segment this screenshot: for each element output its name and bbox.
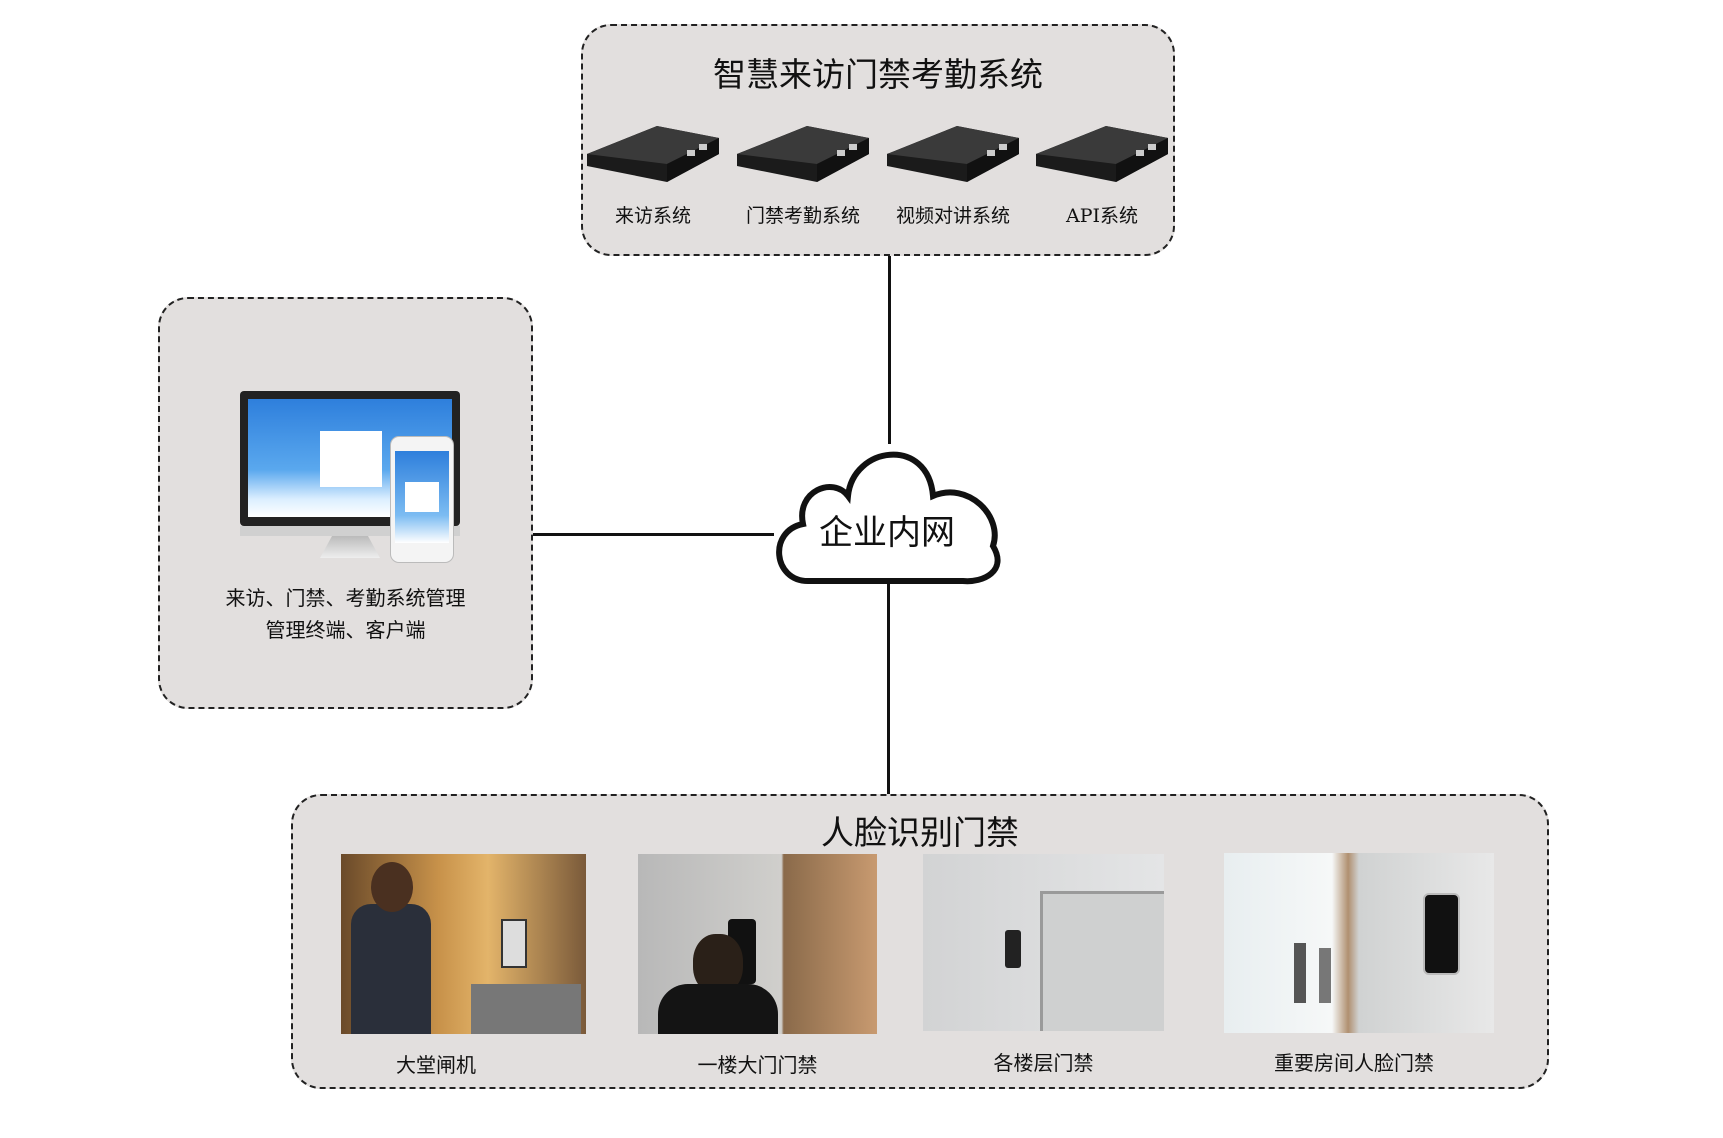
server-label: 来访系统 [614,205,691,227]
monitor-stand [320,536,380,558]
monitor-chin [240,526,460,536]
bottom-item-label-2: 一楼大门门禁 [697,1053,818,1077]
terminal-caption-line2: 管理终端、客户端 [265,618,426,642]
server-icon [737,124,869,184]
server-label: API系统 [1065,205,1138,227]
group-title: 智慧来访门禁考勤系统 [713,55,1043,94]
server-label: 门禁考勤系统 [745,205,860,227]
bottom-item-label-1: 大堂闸机 [396,1053,476,1077]
cloud-icon [776,451,1001,585]
bottom-item-label-3: 各楼层门禁 [993,1051,1094,1075]
cloud-label: 企业内网 [819,513,955,553]
server-label: 视频对讲系统 [895,205,1010,227]
connector-top [888,256,891,444]
phone [390,436,454,563]
group-title: 人脸识别门禁 [821,813,1019,852]
floor-door-photo [923,854,1164,1031]
connector-left [532,533,774,536]
terminal-caption-line1: 来访、门禁、考勤系统管理 [225,586,466,610]
server-icon [887,124,1019,184]
server-icon [587,124,719,184]
connector-bottom [887,580,890,795]
server-icon [1036,124,1168,184]
lobby-gate-photo [341,854,586,1034]
monitor-and-phone-icon [240,391,460,566]
important-room-photo [1224,853,1494,1033]
main-door-photo [638,854,877,1034]
bottom-item-label-4: 重要房间人脸门禁 [1274,1051,1434,1075]
login-dialog [320,431,382,487]
